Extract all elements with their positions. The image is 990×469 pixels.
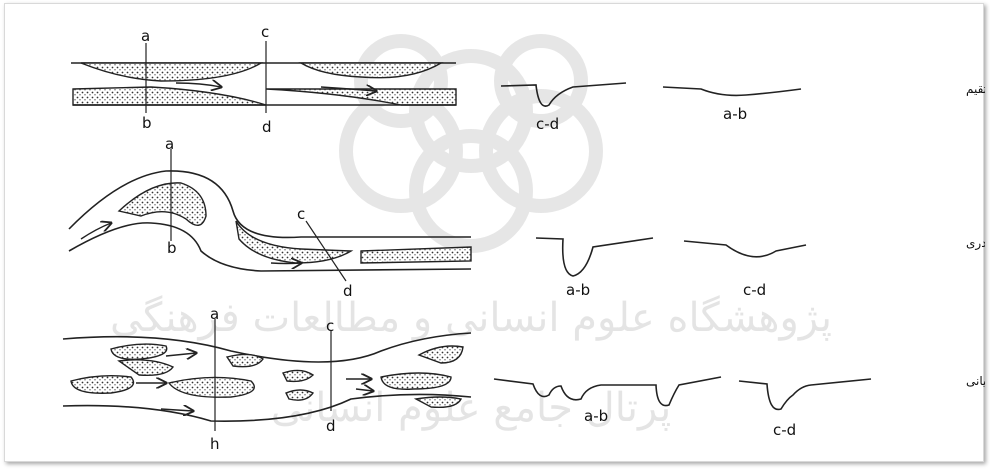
section-label: c-d: [773, 421, 796, 439]
label-b: b: [167, 239, 177, 257]
label-c: c: [297, 205, 305, 223]
label-d: d: [262, 118, 272, 136]
label-d: d: [343, 282, 353, 300]
cross-section-meandering-1: a-b: [536, 238, 653, 299]
cross-section-straight-2: a-b: [663, 87, 801, 123]
label-b: b: [142, 114, 152, 132]
cross-section-meandering-2: c-d: [684, 241, 806, 299]
figure-frame: پژوهشگاه علوم انسانی و مطالعات فرهنگی پر…: [4, 3, 984, 462]
row-title: رودخانه مستقیم: [966, 82, 985, 97]
section-label: c-d: [536, 115, 559, 133]
plan-view-meandering: a b c d: [69, 135, 471, 300]
label-h: h: [210, 435, 220, 453]
label-c: c: [261, 23, 269, 41]
label-a: a: [210, 305, 219, 323]
label-a: a: [165, 135, 174, 153]
river-patterns-diagram: پژوهشگاه علوم انسانی و مطالعات فرهنگی پر…: [5, 4, 985, 463]
section-label: c-d: [743, 281, 766, 299]
row-title: رودخانه مئاندری: [966, 236, 985, 251]
row-title: رودخانه شریانی: [966, 374, 985, 389]
section-label: a-b: [566, 281, 590, 299]
section-label: a-b: [723, 105, 747, 123]
label-d: d: [326, 417, 336, 435]
section-label: a-b: [584, 407, 608, 425]
label-a: a: [141, 27, 150, 45]
cross-section-braided-2: c-d: [739, 379, 871, 439]
label-c: c: [326, 317, 334, 335]
